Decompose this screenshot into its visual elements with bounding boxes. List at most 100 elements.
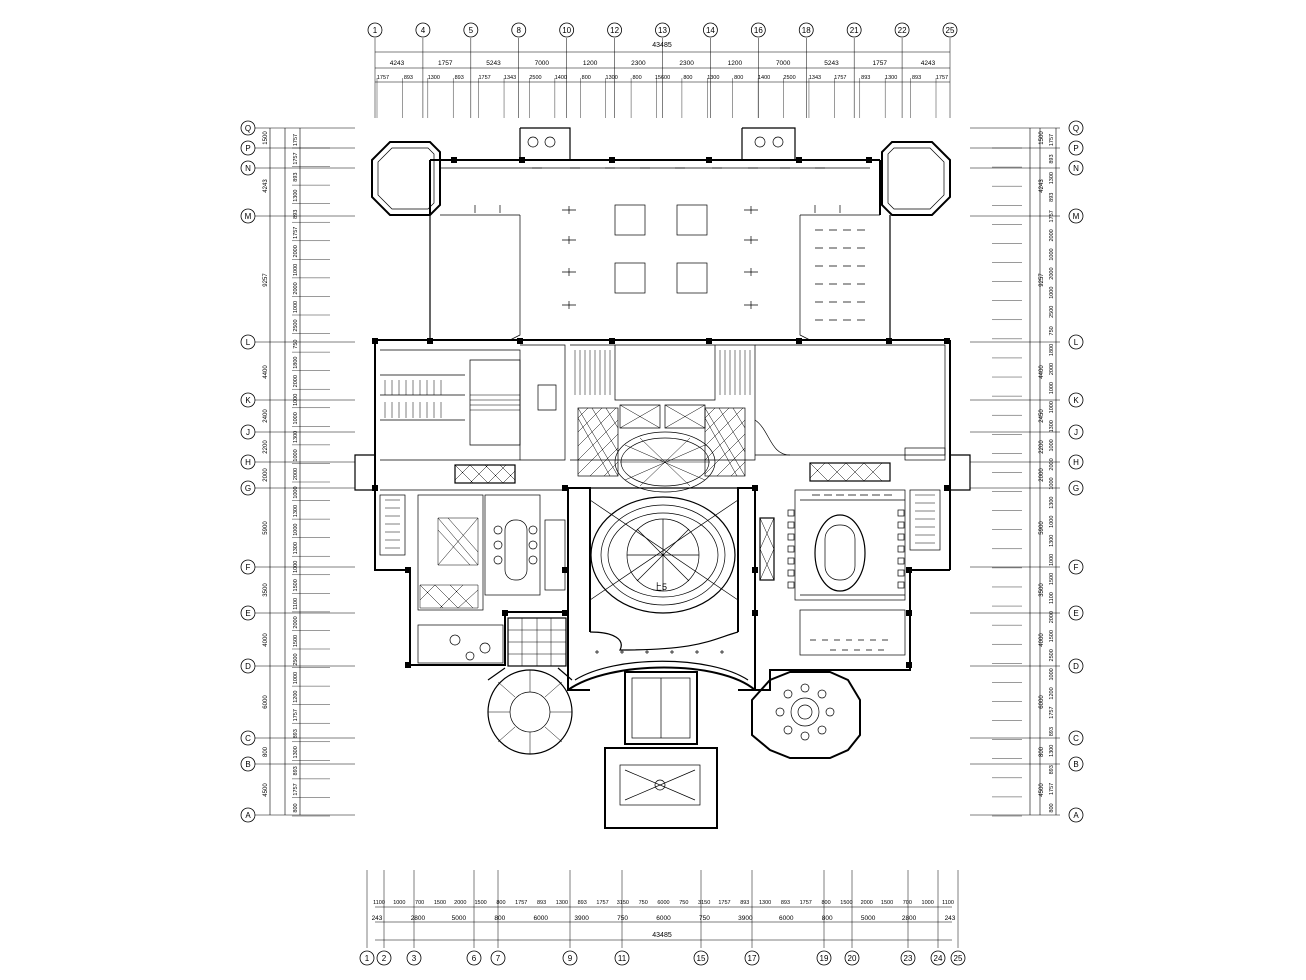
axis-label: L <box>246 338 251 347</box>
dimension-text: 1500 <box>263 131 269 145</box>
dimension-text: 1400 <box>555 75 567 81</box>
axis-label: Q <box>245 124 251 133</box>
axis-bubble-right: G <box>1068 480 1084 496</box>
dimension-text: 700 <box>903 900 912 906</box>
dimension-text: 1000 <box>1049 287 1055 299</box>
axis-bubble-right: M <box>1068 208 1084 224</box>
axis-label: 25 <box>946 26 955 35</box>
dimension-text: 6000 <box>779 915 794 922</box>
dimension-text: 4400 <box>263 365 269 379</box>
dimension-text: 800 <box>683 75 692 81</box>
axis-bubble-left: N <box>240 160 256 176</box>
dimension-text: 2000 <box>1049 267 1055 279</box>
dimension-text: 1757 <box>718 900 730 906</box>
dimension-text: 2800 <box>902 915 917 922</box>
axis-bubble-bottom: 6 <box>466 950 482 966</box>
dimension-text: 4500 <box>1039 783 1045 797</box>
axis-bubble-right: C <box>1068 730 1084 746</box>
axis-bubble-bottom: 20 <box>844 950 860 966</box>
axis-label: E <box>1073 609 1078 618</box>
dimension-text: 1343 <box>809 75 821 81</box>
dimension-text: 750 <box>617 915 628 922</box>
dimension-text: 2500 <box>1049 649 1055 661</box>
dimension-text: 800 <box>494 915 505 922</box>
axis-bubble-left: Q <box>240 120 256 136</box>
axis-label: B <box>245 760 250 769</box>
axis-label: G <box>245 484 251 493</box>
dimension-text: 1400 <box>758 75 770 81</box>
dimension-text: 1200 <box>583 60 598 67</box>
dimension-text: 1757 <box>1049 706 1055 718</box>
dimension-text: 1000 <box>293 561 299 573</box>
dimension-text: 1000 <box>1049 554 1055 566</box>
dimension-text: 2000 <box>454 900 466 906</box>
axis-bubble-right: P <box>1068 140 1084 156</box>
dimension-text: 893 <box>578 900 587 906</box>
dimension-text: 6000 <box>533 915 548 922</box>
dimension-text: 1200 <box>1049 687 1055 699</box>
axis-label: 10 <box>562 26 571 35</box>
dimension-text: 243 <box>372 915 383 922</box>
dimension-text: 2450 <box>1039 409 1045 423</box>
dimension-text: 2000 <box>1049 611 1055 623</box>
dimension-text: 1100 <box>373 900 385 906</box>
dimension-text: 6000 <box>1039 695 1045 709</box>
dimension-text: 3150 <box>698 900 710 906</box>
axis-bubble-top: 25 <box>942 22 958 38</box>
dimension-text: 1000 <box>1049 668 1055 680</box>
axis-bubble-right: D <box>1068 658 1084 674</box>
axis-label: B <box>1073 760 1078 769</box>
axis-bubble-top: 16 <box>750 22 766 38</box>
axis-label: P <box>1073 144 1078 153</box>
dimension-text: 1300 <box>606 75 618 81</box>
dimension-text: 1000 <box>1049 439 1055 451</box>
dimension-text: 800 <box>582 75 591 81</box>
axis-bubble-left: M <box>240 208 256 224</box>
dimension-text: 2800 <box>411 915 426 922</box>
dimension-text: 2000 <box>1039 468 1045 482</box>
dimension-text: 1800 <box>293 357 299 369</box>
dimension-text: 800 <box>1049 803 1055 812</box>
dimension-text: 1757 <box>293 152 299 164</box>
dimension-text: 5243 <box>486 60 501 67</box>
axis-label: 22 <box>898 26 907 35</box>
dimension-text: 4500 <box>263 783 269 797</box>
axis-bubble-bottom: 11 <box>614 950 630 966</box>
axis-label: 20 <box>848 954 857 963</box>
dimension-text: 1200 <box>293 691 299 703</box>
dimension-text: 1500 <box>881 900 893 906</box>
dimension-text: 1757 <box>293 134 299 146</box>
axis-bubble-right: B <box>1068 756 1084 772</box>
dimension-text: 1757 <box>479 75 491 81</box>
axis-bubble-top: 21 <box>846 22 862 38</box>
axis-label: G <box>1073 484 1079 493</box>
dimension-text: 2000 <box>1049 458 1055 470</box>
dimension-text: 1100 <box>942 900 954 906</box>
axis-bubble-left: E <box>240 605 256 621</box>
dimension-text: 750 <box>1049 326 1055 335</box>
axis-label: M <box>1073 212 1080 221</box>
dimension-text: 1343 <box>504 75 516 81</box>
axis-label: 11 <box>618 954 627 963</box>
dimension-text: 800 <box>821 900 830 906</box>
dimension-text: 893 <box>404 75 413 81</box>
dimension-text: 3900 <box>574 915 589 922</box>
dimension-text: 1300 <box>556 900 568 906</box>
dimension-text: 2000 <box>1049 363 1055 375</box>
axis-bubble-right: J <box>1068 424 1084 440</box>
dimension-text: 1300 <box>1049 497 1055 509</box>
dimension-text: 2200 <box>1039 440 1045 454</box>
dimension-text: 1000 <box>1049 516 1055 528</box>
axis-bubble-bottom: 23 <box>900 950 916 966</box>
dimension-text: 1300 <box>1049 535 1055 547</box>
axis-label: 25 <box>954 954 963 963</box>
dimension-text: 1500 <box>293 579 299 591</box>
axis-bubble-top: 18 <box>798 22 814 38</box>
axis-bubble-bottom: 24 <box>930 950 946 966</box>
dimension-text: 893 <box>293 766 299 775</box>
axis-bubble-bottom: 17 <box>744 950 760 966</box>
dimension-text: 2400 <box>263 409 269 423</box>
dimension-text: 750 <box>639 900 648 906</box>
dimension-text: 1757 <box>293 227 299 239</box>
